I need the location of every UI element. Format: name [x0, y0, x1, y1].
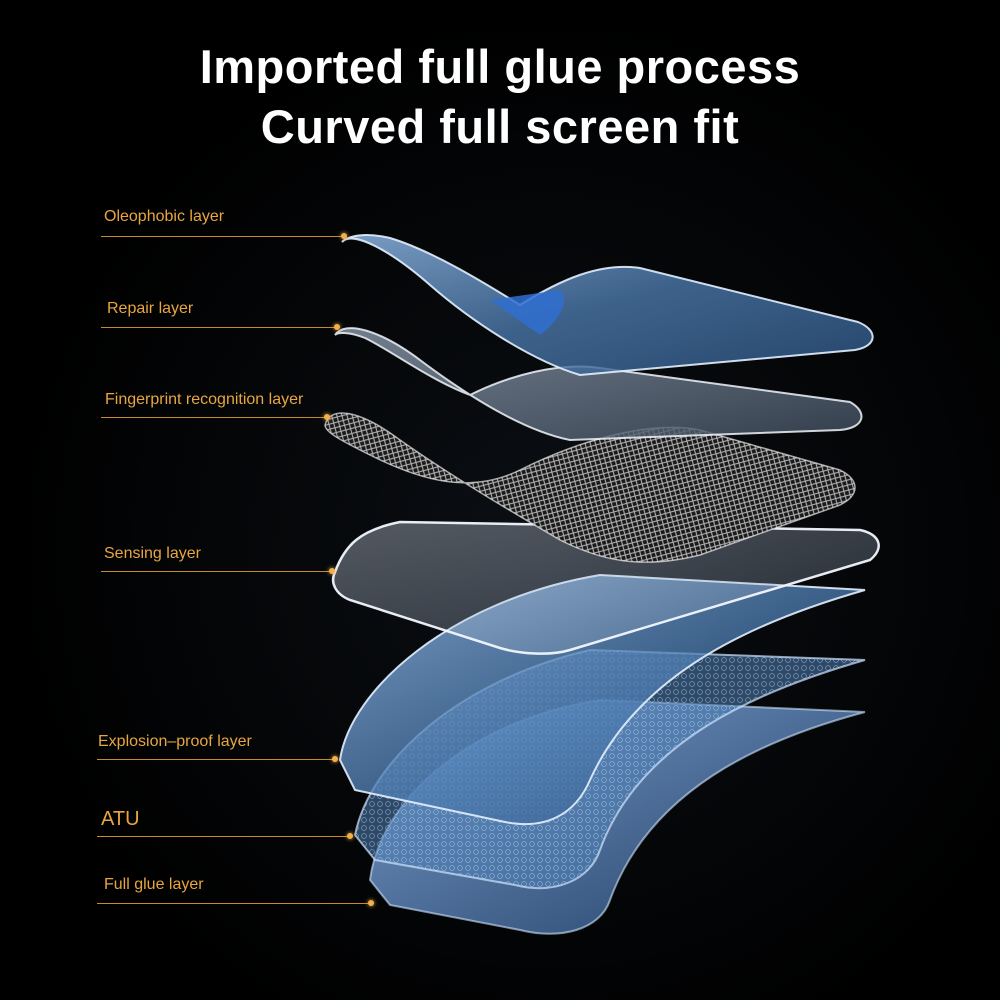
- repair-layer-shape: [334, 327, 863, 442]
- oleophobic-layer-highlight: [490, 290, 564, 335]
- label-repair-layer: Repair layer: [107, 300, 194, 317]
- oleophobic-leader-line: [101, 236, 344, 237]
- label-atu: ATU: [101, 808, 140, 830]
- oleophobic-layer-shape: [341, 234, 874, 377]
- fingerprint-leader-dot: [324, 414, 330, 420]
- full-glue-leader-dot: [368, 900, 374, 906]
- oleophobic-leader-dot: [341, 233, 347, 239]
- fingerprint-leader-line: [101, 417, 327, 418]
- headline-line-1: Imported full glue process: [199, 40, 801, 93]
- repair-leader-dot: [334, 324, 340, 330]
- label-sensing-layer: Sensing layer: [104, 545, 201, 562]
- sensing-layer-shape: [331, 520, 880, 655]
- fingerprint-recognition-layer-shape: [324, 412, 856, 563]
- sensing-leader-dot: [329, 568, 335, 574]
- full-glue-leader-line: [97, 903, 371, 904]
- atu-leader-dot: [347, 833, 353, 839]
- explosion-proof-leader-line: [97, 759, 335, 760]
- label-explosion-proof-layer: Explosion–proof layer: [98, 733, 252, 750]
- explosion-proof-leader-dot: [332, 756, 338, 762]
- label-full-glue-layer: Full glue layer: [104, 876, 204, 893]
- repair-leader-line: [101, 327, 337, 328]
- atu-leader-line: [97, 836, 350, 837]
- sensing-leader-line: [101, 571, 332, 572]
- label-oleophobic-layer: Oleophobic layer: [104, 208, 225, 225]
- headline-line-2: Curved full screen fit: [260, 100, 740, 153]
- label-fingerprint-recognition-layer: Fingerprint recognition layer: [105, 391, 304, 408]
